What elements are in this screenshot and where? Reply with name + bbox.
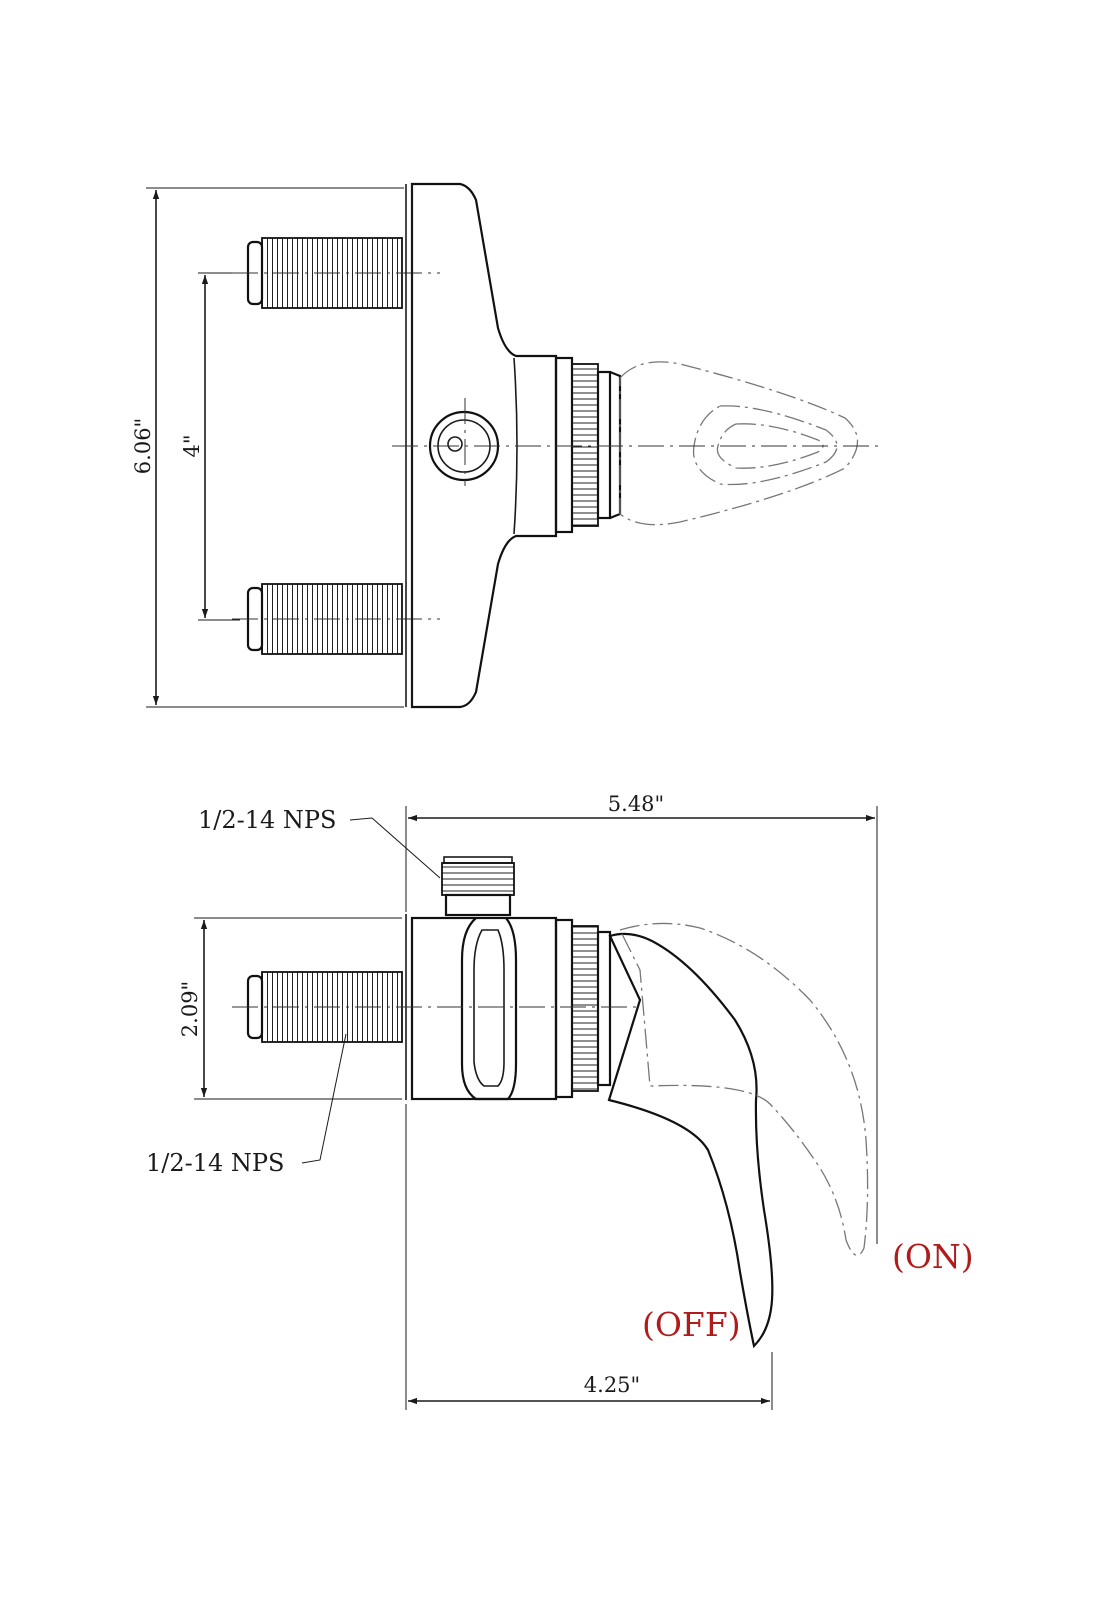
top-thread-callout: 1/2-14 NPS	[198, 806, 441, 879]
height-dimension: 6.06"	[131, 187, 404, 708]
top-handle-ghost	[619, 361, 859, 526]
on-label: (ON)	[892, 1237, 974, 1276]
top-knurled-ring	[554, 356, 622, 534]
off-label: (OFF)	[642, 1305, 741, 1344]
top-view: 6.06" 4"	[131, 182, 880, 709]
handle-on-position	[619, 922, 869, 1256]
top-knob	[428, 398, 500, 486]
handle-length-label: 4.25"	[584, 1373, 640, 1397]
overall-length-label: 5.48"	[608, 792, 664, 816]
spacing-dimension: 4"	[180, 272, 240, 621]
top-thread-note: 1/2-14 NPS	[198, 806, 337, 834]
top-threaded-fitting	[441, 856, 515, 917]
spacing-dim-label: 4"	[180, 434, 204, 457]
body-height-dimension: 2.09"	[178, 917, 402, 1100]
upper-threaded-pipe	[232, 237, 440, 309]
height-dim-label: 6.06"	[131, 418, 155, 474]
inlet-thread-callout: 1/2-14 NPS	[146, 1033, 347, 1177]
body-height-label: 2.09"	[178, 981, 202, 1037]
inlet-thread-note: 1/2-14 NPS	[146, 1149, 285, 1177]
side-knurled-ring	[554, 918, 612, 1099]
handle-length-dimension: 4.25"	[405, 1104, 773, 1410]
side-view: 5.48" 2.09" 1/2-14 NPS 1/2-14 NPS	[146, 792, 974, 1410]
handle-off-position	[607, 932, 774, 1349]
lower-threaded-pipe	[232, 583, 440, 655]
overall-length-dimension: 5.48"	[405, 792, 878, 1244]
